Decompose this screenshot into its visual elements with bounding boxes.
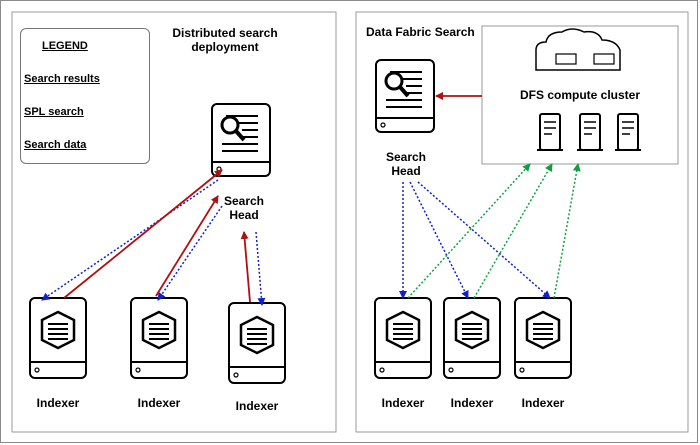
dfs-cluster-label: DFS compute cluster: [519, 88, 641, 102]
indexer-icon: [373, 296, 433, 380]
cloud-icon: [535, 28, 621, 71]
indexer-icon: [227, 301, 287, 385]
compute-node-icon: [576, 113, 604, 151]
indexer-label: Indexer: [450, 396, 494, 410]
spl-search-arrow: [417, 181, 551, 299]
search-data-arrow: [473, 163, 553, 299]
legend-search-results: Search results: [24, 73, 100, 85]
left-panel-title: Distributed search deployment: [170, 26, 280, 54]
compute-node-icon: [614, 113, 642, 151]
spl-search-arrow: [41, 179, 219, 301]
search-data-arrow: [553, 163, 581, 299]
search-head-label-line1: Search: [385, 150, 427, 164]
spl-search-arrow: [409, 181, 469, 299]
legend-box: [20, 28, 150, 164]
search-results-arrow: [63, 169, 223, 299]
left-search-head-label: Search Head: [214, 194, 274, 222]
indexer-label: Indexer: [235, 399, 279, 413]
indexer-label: Indexer: [381, 396, 425, 410]
compute-node-icon: [536, 113, 564, 151]
search-head-label-line2: Head: [229, 208, 259, 222]
legend-title: LEGEND: [42, 40, 88, 52]
search-results-arrow: [155, 195, 219, 297]
indexer-label: Indexer: [137, 396, 181, 410]
spl-search-arrow: [157, 205, 223, 301]
search-head-label-line2: Head: [391, 164, 421, 178]
search-head-icon: [374, 58, 436, 134]
search-results-arrow: [240, 231, 251, 303]
legend-search-data: Search data: [24, 139, 87, 151]
left-title-line2: deployment: [191, 40, 259, 54]
indexer-label: Indexer: [521, 396, 565, 410]
indexer-icon: [513, 296, 573, 380]
right-panel-title: Data Fabric Search: [366, 25, 475, 39]
indexer-icon: [28, 296, 88, 380]
indexer-icon: [129, 296, 189, 380]
left-title-line1: Distributed search: [172, 26, 278, 40]
indexer-label: Indexer: [36, 396, 80, 410]
search-head-label-line1: Search: [223, 194, 265, 208]
search-head-icon: [210, 102, 272, 178]
spl-search-arrow: [255, 231, 266, 306]
right-search-head-label: Search Head: [376, 150, 436, 178]
legend-spl-search: SPL search: [24, 106, 84, 118]
indexer-icon: [442, 296, 502, 380]
